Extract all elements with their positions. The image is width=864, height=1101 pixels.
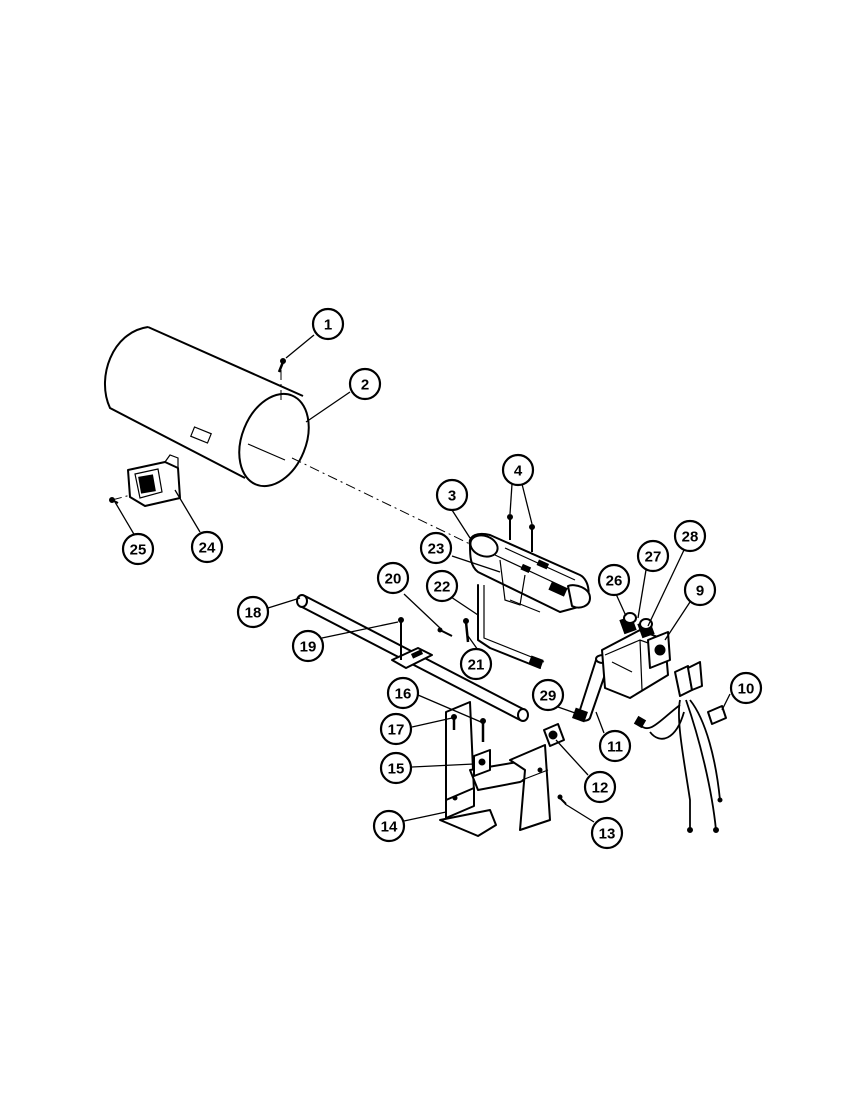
callout-circle bbox=[372, 809, 406, 843]
flame-sensor-24 bbox=[127, 454, 181, 507]
callout-number: 3 bbox=[448, 488, 456, 505]
callout-13: 13 bbox=[590, 816, 624, 850]
igniter-22 bbox=[477, 584, 545, 669]
callout-28: 28 bbox=[673, 519, 707, 553]
callout-circle bbox=[376, 561, 410, 595]
callout-17: 17 bbox=[379, 712, 413, 746]
screw-20 bbox=[437, 627, 453, 637]
callout-circle bbox=[121, 532, 155, 566]
callout-number: 18 bbox=[245, 605, 262, 622]
screws-4 bbox=[507, 514, 535, 552]
callout-circle bbox=[636, 539, 670, 573]
callout-12: 12 bbox=[583, 770, 617, 804]
callout-circle bbox=[501, 453, 535, 487]
callout-number: 13 bbox=[599, 826, 616, 843]
callout-29: 29 bbox=[531, 678, 565, 712]
callout-circle bbox=[419, 531, 453, 565]
callout-23: 23 bbox=[419, 531, 453, 565]
center-line bbox=[291, 457, 473, 546]
callout-number: 28 bbox=[682, 529, 699, 546]
callout-number: 1 bbox=[324, 317, 332, 334]
callout-circle bbox=[379, 712, 413, 746]
callout-14: 14 bbox=[372, 809, 406, 843]
callout-18: 18 bbox=[236, 595, 270, 629]
mounting-bracket-14 bbox=[439, 701, 551, 837]
callout-number: 14 bbox=[381, 819, 398, 836]
screw-25 bbox=[109, 497, 119, 504]
callout-number: 29 bbox=[540, 688, 557, 705]
callout-1: 1 bbox=[311, 307, 345, 341]
callout-25: 25 bbox=[121, 532, 155, 566]
callout-11: 11 bbox=[598, 729, 632, 763]
callout-circle bbox=[386, 676, 420, 710]
callout-circle bbox=[435, 478, 469, 512]
callout-circle bbox=[190, 530, 224, 564]
callout-circle bbox=[531, 678, 565, 712]
bracket-15 bbox=[473, 749, 491, 777]
callout-3: 3 bbox=[435, 478, 469, 512]
callout-circle bbox=[311, 307, 345, 341]
callout-circle bbox=[683, 573, 717, 607]
callout-16: 16 bbox=[386, 676, 420, 710]
callout-number: 21 bbox=[468, 657, 485, 674]
callout-21: 21 bbox=[459, 647, 493, 681]
callout-circle bbox=[583, 770, 617, 804]
callout-22: 22 bbox=[425, 569, 459, 603]
callout-10: 10 bbox=[729, 671, 763, 705]
callout-4: 4 bbox=[501, 453, 535, 487]
callout-9: 9 bbox=[683, 573, 717, 607]
screw-16 bbox=[480, 718, 486, 742]
callout-circle bbox=[291, 629, 325, 663]
callout-circle bbox=[425, 569, 459, 603]
leader-lines bbox=[114, 334, 731, 823]
callout-number: 16 bbox=[395, 686, 412, 703]
callout-circle bbox=[729, 671, 763, 705]
burner-3 bbox=[468, 532, 591, 613]
screw-17 bbox=[451, 714, 457, 730]
callout-circle bbox=[590, 816, 624, 850]
callout-circle bbox=[597, 563, 631, 597]
callout-number: 19 bbox=[300, 639, 317, 656]
callout-number: 11 bbox=[607, 739, 623, 756]
callout-number: 24 bbox=[199, 540, 216, 557]
gas-valve-9 bbox=[601, 612, 671, 699]
callout-27: 27 bbox=[636, 539, 670, 573]
callout-number: 12 bbox=[592, 780, 609, 797]
callout-2: 2 bbox=[348, 367, 382, 401]
callout-circle bbox=[673, 519, 707, 553]
callout-number: 25 bbox=[130, 542, 147, 559]
callout-circle bbox=[236, 595, 270, 629]
callout-20: 20 bbox=[376, 561, 410, 595]
callout-number: 9 bbox=[696, 583, 704, 600]
callout-number: 20 bbox=[385, 571, 402, 588]
callout-26: 26 bbox=[597, 563, 631, 597]
callout-number: 23 bbox=[428, 541, 445, 558]
callout-circle bbox=[459, 647, 493, 681]
callout-number: 2 bbox=[361, 377, 369, 394]
callout-number: 10 bbox=[738, 681, 755, 698]
callout-number: 4 bbox=[514, 463, 523, 480]
callout-labels: 1234910111213141516171819202122232425262… bbox=[121, 307, 763, 850]
fitting-12 bbox=[543, 723, 565, 747]
callout-number: 26 bbox=[606, 573, 623, 590]
callout-circle bbox=[348, 367, 382, 401]
callout-number: 22 bbox=[434, 579, 451, 596]
callout-number: 15 bbox=[388, 761, 405, 778]
screw-21 bbox=[463, 618, 470, 643]
tube-clamp-19 bbox=[391, 617, 433, 669]
burner-cylinder bbox=[104, 326, 310, 488]
callout-circle bbox=[379, 751, 413, 785]
callout-24: 24 bbox=[190, 530, 224, 564]
wire-harness-10 bbox=[633, 661, 727, 833]
screw-13 bbox=[557, 794, 567, 805]
callout-number: 27 bbox=[645, 549, 662, 566]
callout-15: 15 bbox=[379, 751, 413, 785]
callout-19: 19 bbox=[291, 629, 325, 663]
screw-1 bbox=[277, 358, 286, 373]
callout-circle bbox=[598, 729, 632, 763]
callout-number: 17 bbox=[388, 722, 405, 739]
